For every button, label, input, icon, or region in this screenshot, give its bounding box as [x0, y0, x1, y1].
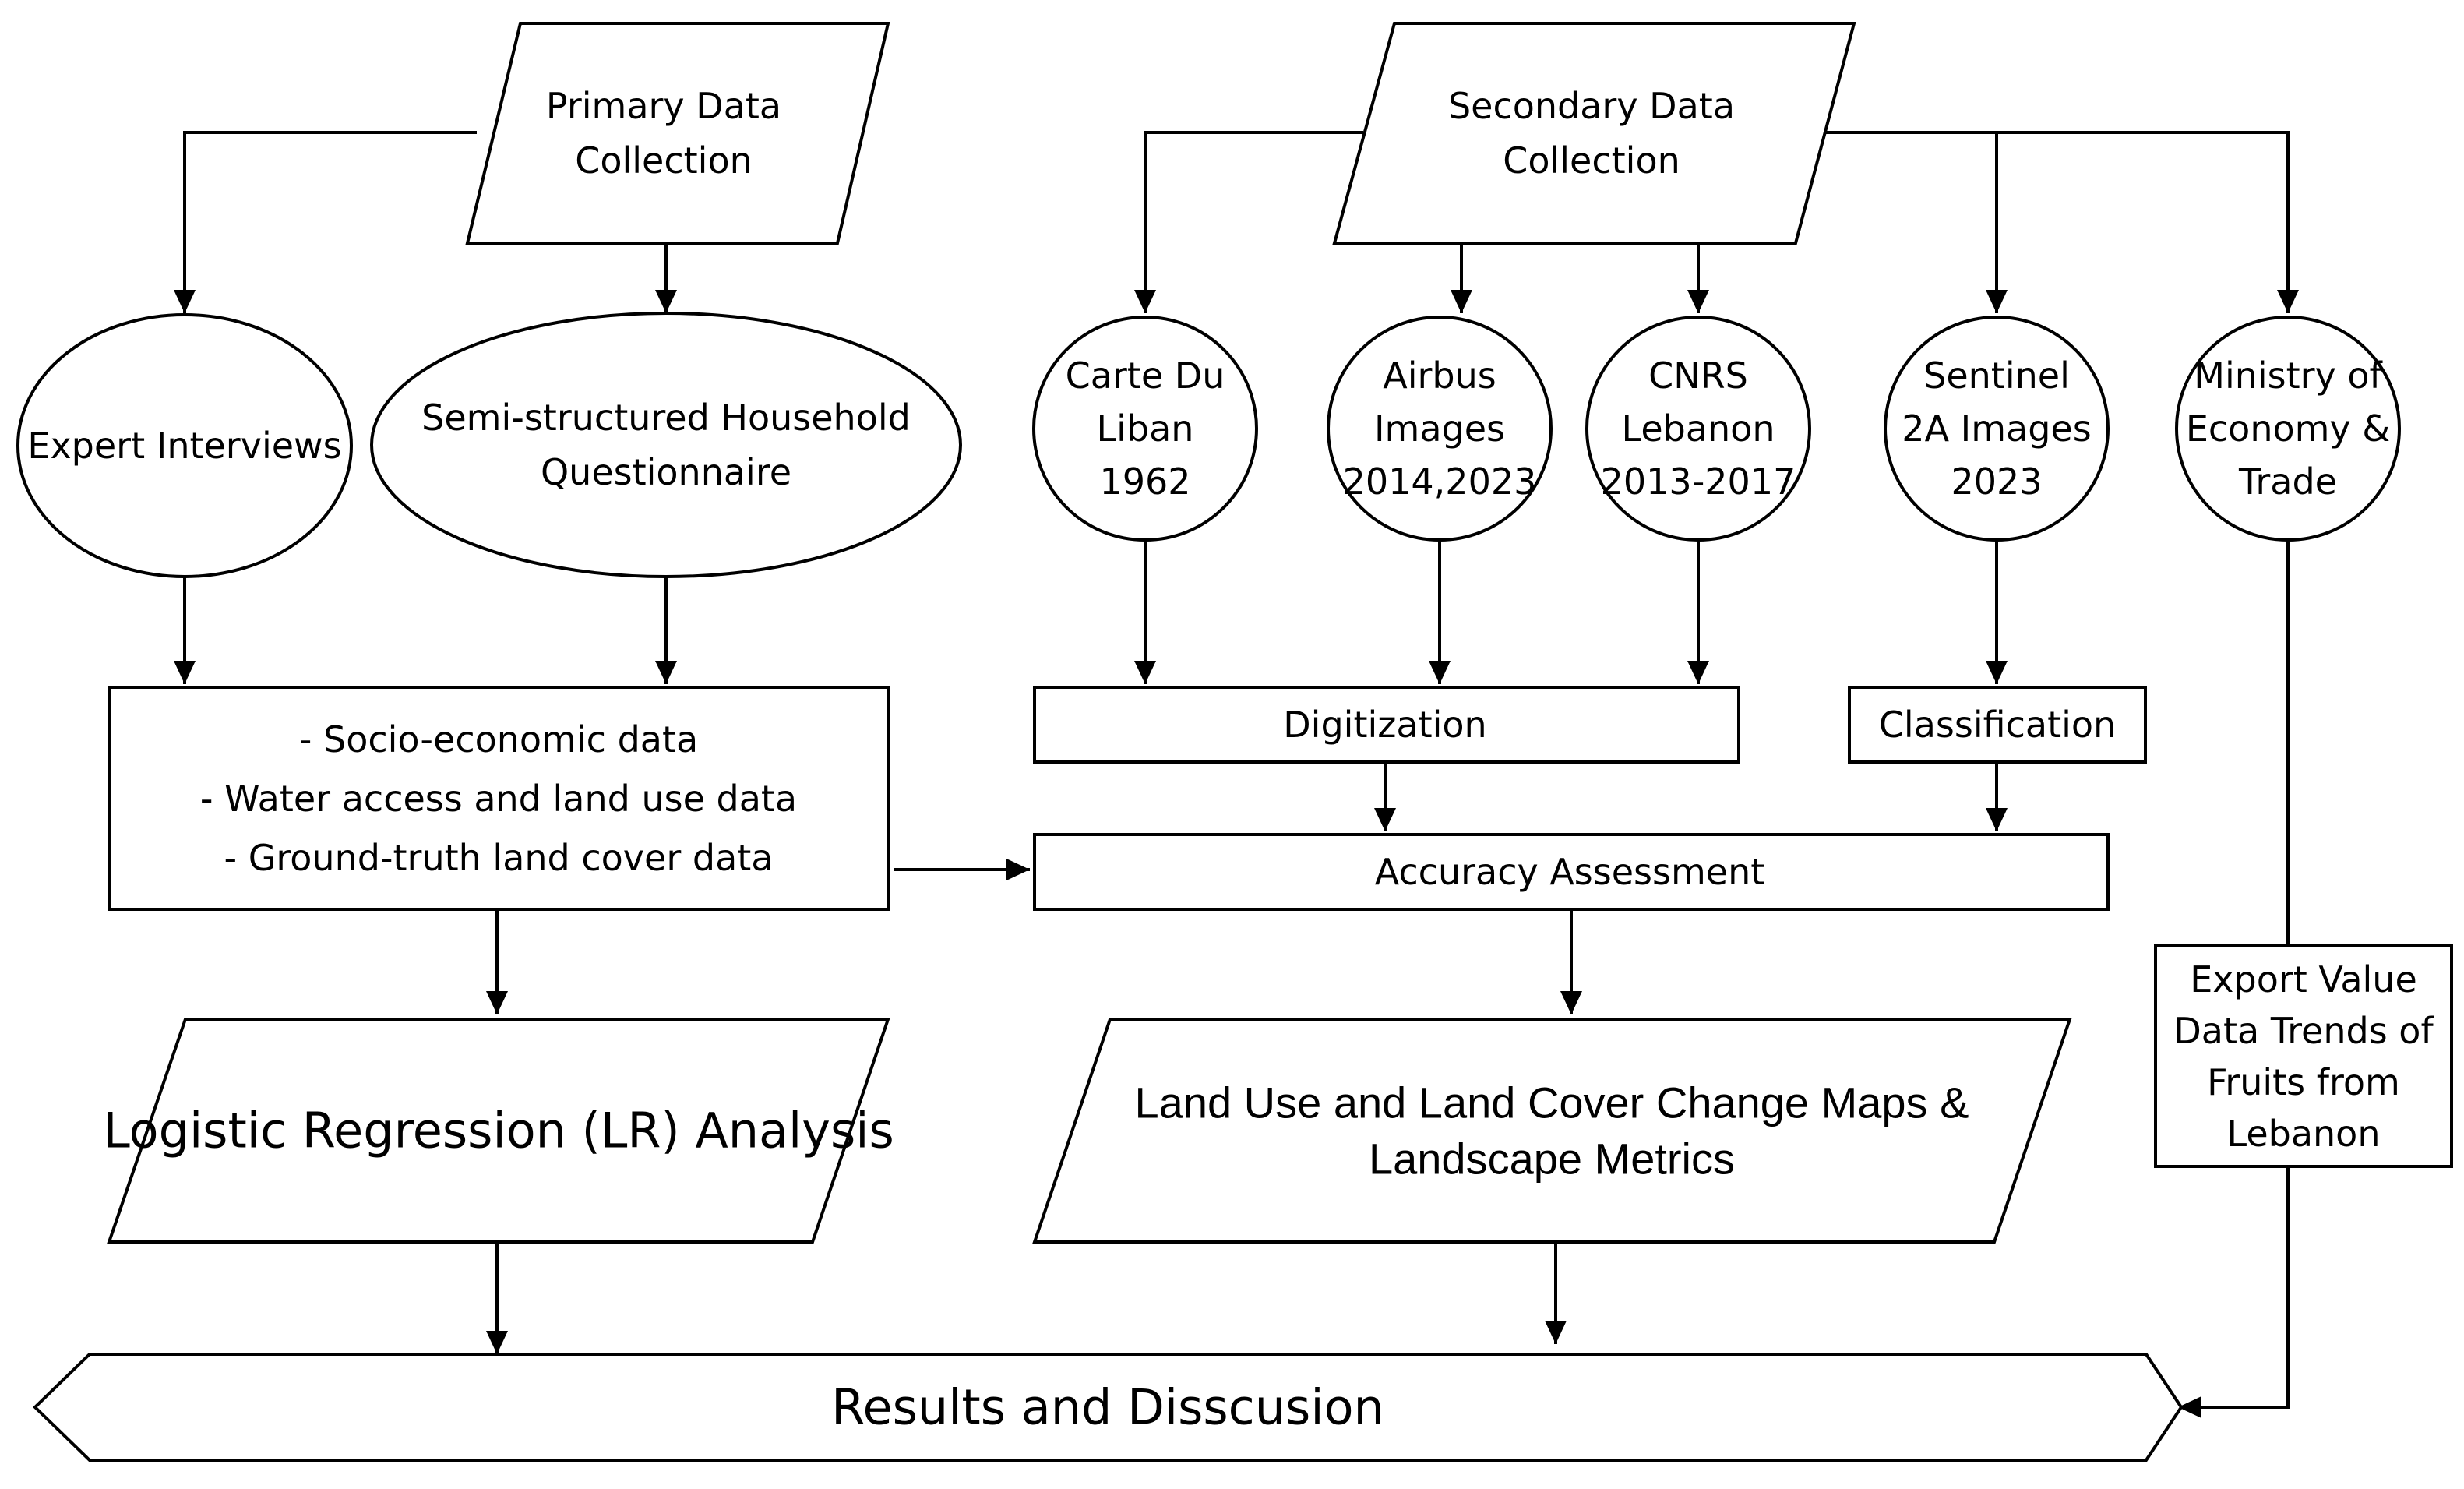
node-results: Results and Disscusion	[33, 1353, 2184, 1462]
label-line: Logistic Regression (LR) Analysis	[103, 1103, 894, 1159]
label-line: Collection	[1503, 139, 1680, 182]
label-line: Trade	[2238, 460, 2337, 503]
label-line: Digitization	[1283, 704, 1486, 746]
edge-export-to-results	[2178, 1166, 2290, 1418]
label-line: Carte Du	[1066, 355, 1225, 397]
node-carte-du-liban: Carte Du Liban 1962	[1032, 316, 1258, 542]
logistic-regression-label: Logistic Regression (LR) Analysis	[103, 1103, 894, 1159]
node-sentinel-images: Sentinel 2A Images 2023	[1884, 316, 2110, 542]
label-line: CNRS	[1648, 355, 1748, 397]
edge-secondary-to-carte	[1134, 131, 1363, 313]
edge-primary-to-expert-interviews	[174, 131, 477, 313]
label-line: 2A Images	[1902, 408, 2091, 450]
label-line: Classification	[1879, 704, 2116, 746]
label-line: Accuracy Assessment	[1375, 851, 1765, 893]
label-line: 2013-2017	[1601, 460, 1796, 503]
sentinel-images-label: Sentinel 2A Images 2023	[1902, 355, 2091, 503]
carte-du-liban-label: Carte Du Liban 1962	[1066, 355, 1225, 503]
label-line: 2014,2023	[1343, 460, 1537, 503]
node-primary-outputs: - Socio-economic data - Water access and …	[108, 686, 890, 911]
node-accuracy-assessment: Accuracy Assessment	[1033, 833, 2110, 911]
label-line: Semi-structured Household	[421, 397, 911, 439]
ministry-economy-label: Ministry of Economy & Trade	[2186, 355, 2390, 503]
node-digitization: Digitization	[1033, 686, 1740, 764]
label-line: Land Use and Land Cover Change Maps &	[1135, 1078, 1969, 1127]
label-line: Results and Disscusion	[831, 1379, 1384, 1436]
label-line: Lebanon	[2227, 1113, 2381, 1155]
label-line: Export Value	[2190, 958, 2417, 1000]
label-line: Data Trends of	[2173, 1010, 2434, 1052]
edges	[174, 131, 2299, 1418]
edge-secondary-to-sentinel	[1811, 131, 2008, 313]
label-line: Secondary Data	[1448, 85, 1735, 127]
label-line: Collection	[575, 139, 753, 182]
expert-interviews-label: Expert Interviews	[27, 425, 341, 467]
node-cnrs-lebanon: CNRS Lebanon 2013-2017	[1585, 316, 1811, 542]
label-line: - Water access and land use data	[200, 778, 797, 820]
label-line: - Socio-economic data	[299, 718, 698, 760]
label-line: Liban	[1097, 408, 1194, 450]
node-ministry-economy: Ministry of Economy & Trade	[2175, 316, 2401, 542]
lulc-maps-label: Land Use and Land Cover Change Maps & Lan…	[1135, 1078, 1969, 1184]
label-line: Expert Interviews	[27, 425, 341, 467]
label-line: Airbus	[1383, 355, 1496, 397]
label-line: Landscape Metrics	[1369, 1134, 1735, 1184]
label-line: Economy &	[2186, 408, 2390, 450]
label-line: 2023	[1951, 460, 2042, 503]
label-line: Sentinel	[1923, 355, 2070, 397]
label-line: Fruits from	[2207, 1061, 2400, 1103]
node-expert-interviews: Expert Interviews	[16, 313, 353, 578]
node-logistic-regression: Logistic Regression (LR) Analysis	[103, 1018, 894, 1244]
label-line: Questionnaire	[541, 451, 791, 493]
classification-label: Classification	[1879, 704, 2116, 746]
digitization-label: Digitization	[1283, 704, 1486, 746]
node-classification: Classification	[1848, 686, 2147, 764]
label-line: Primary Data	[546, 85, 781, 127]
label-line: Ministry of	[2194, 355, 2383, 397]
label-line: 1962	[1099, 460, 1190, 503]
label-line: - Ground-truth land cover data	[224, 837, 774, 879]
node-lulc-maps: Land Use and Land Cover Change Maps & Lan…	[1032, 1018, 2072, 1244]
primary-outputs-label: - Socio-economic data - Water access and …	[200, 718, 797, 879]
accuracy-assessment-label: Accuracy Assessment	[1375, 851, 1765, 893]
label-line: Images	[1374, 408, 1505, 450]
cnrs-lebanon-label: CNRS Lebanon 2013-2017	[1601, 355, 1796, 503]
label-line: Lebanon	[1622, 408, 1775, 450]
edge-secondary-to-ministry	[1997, 131, 2299, 313]
results-label: Results and Disscusion	[831, 1379, 1384, 1436]
